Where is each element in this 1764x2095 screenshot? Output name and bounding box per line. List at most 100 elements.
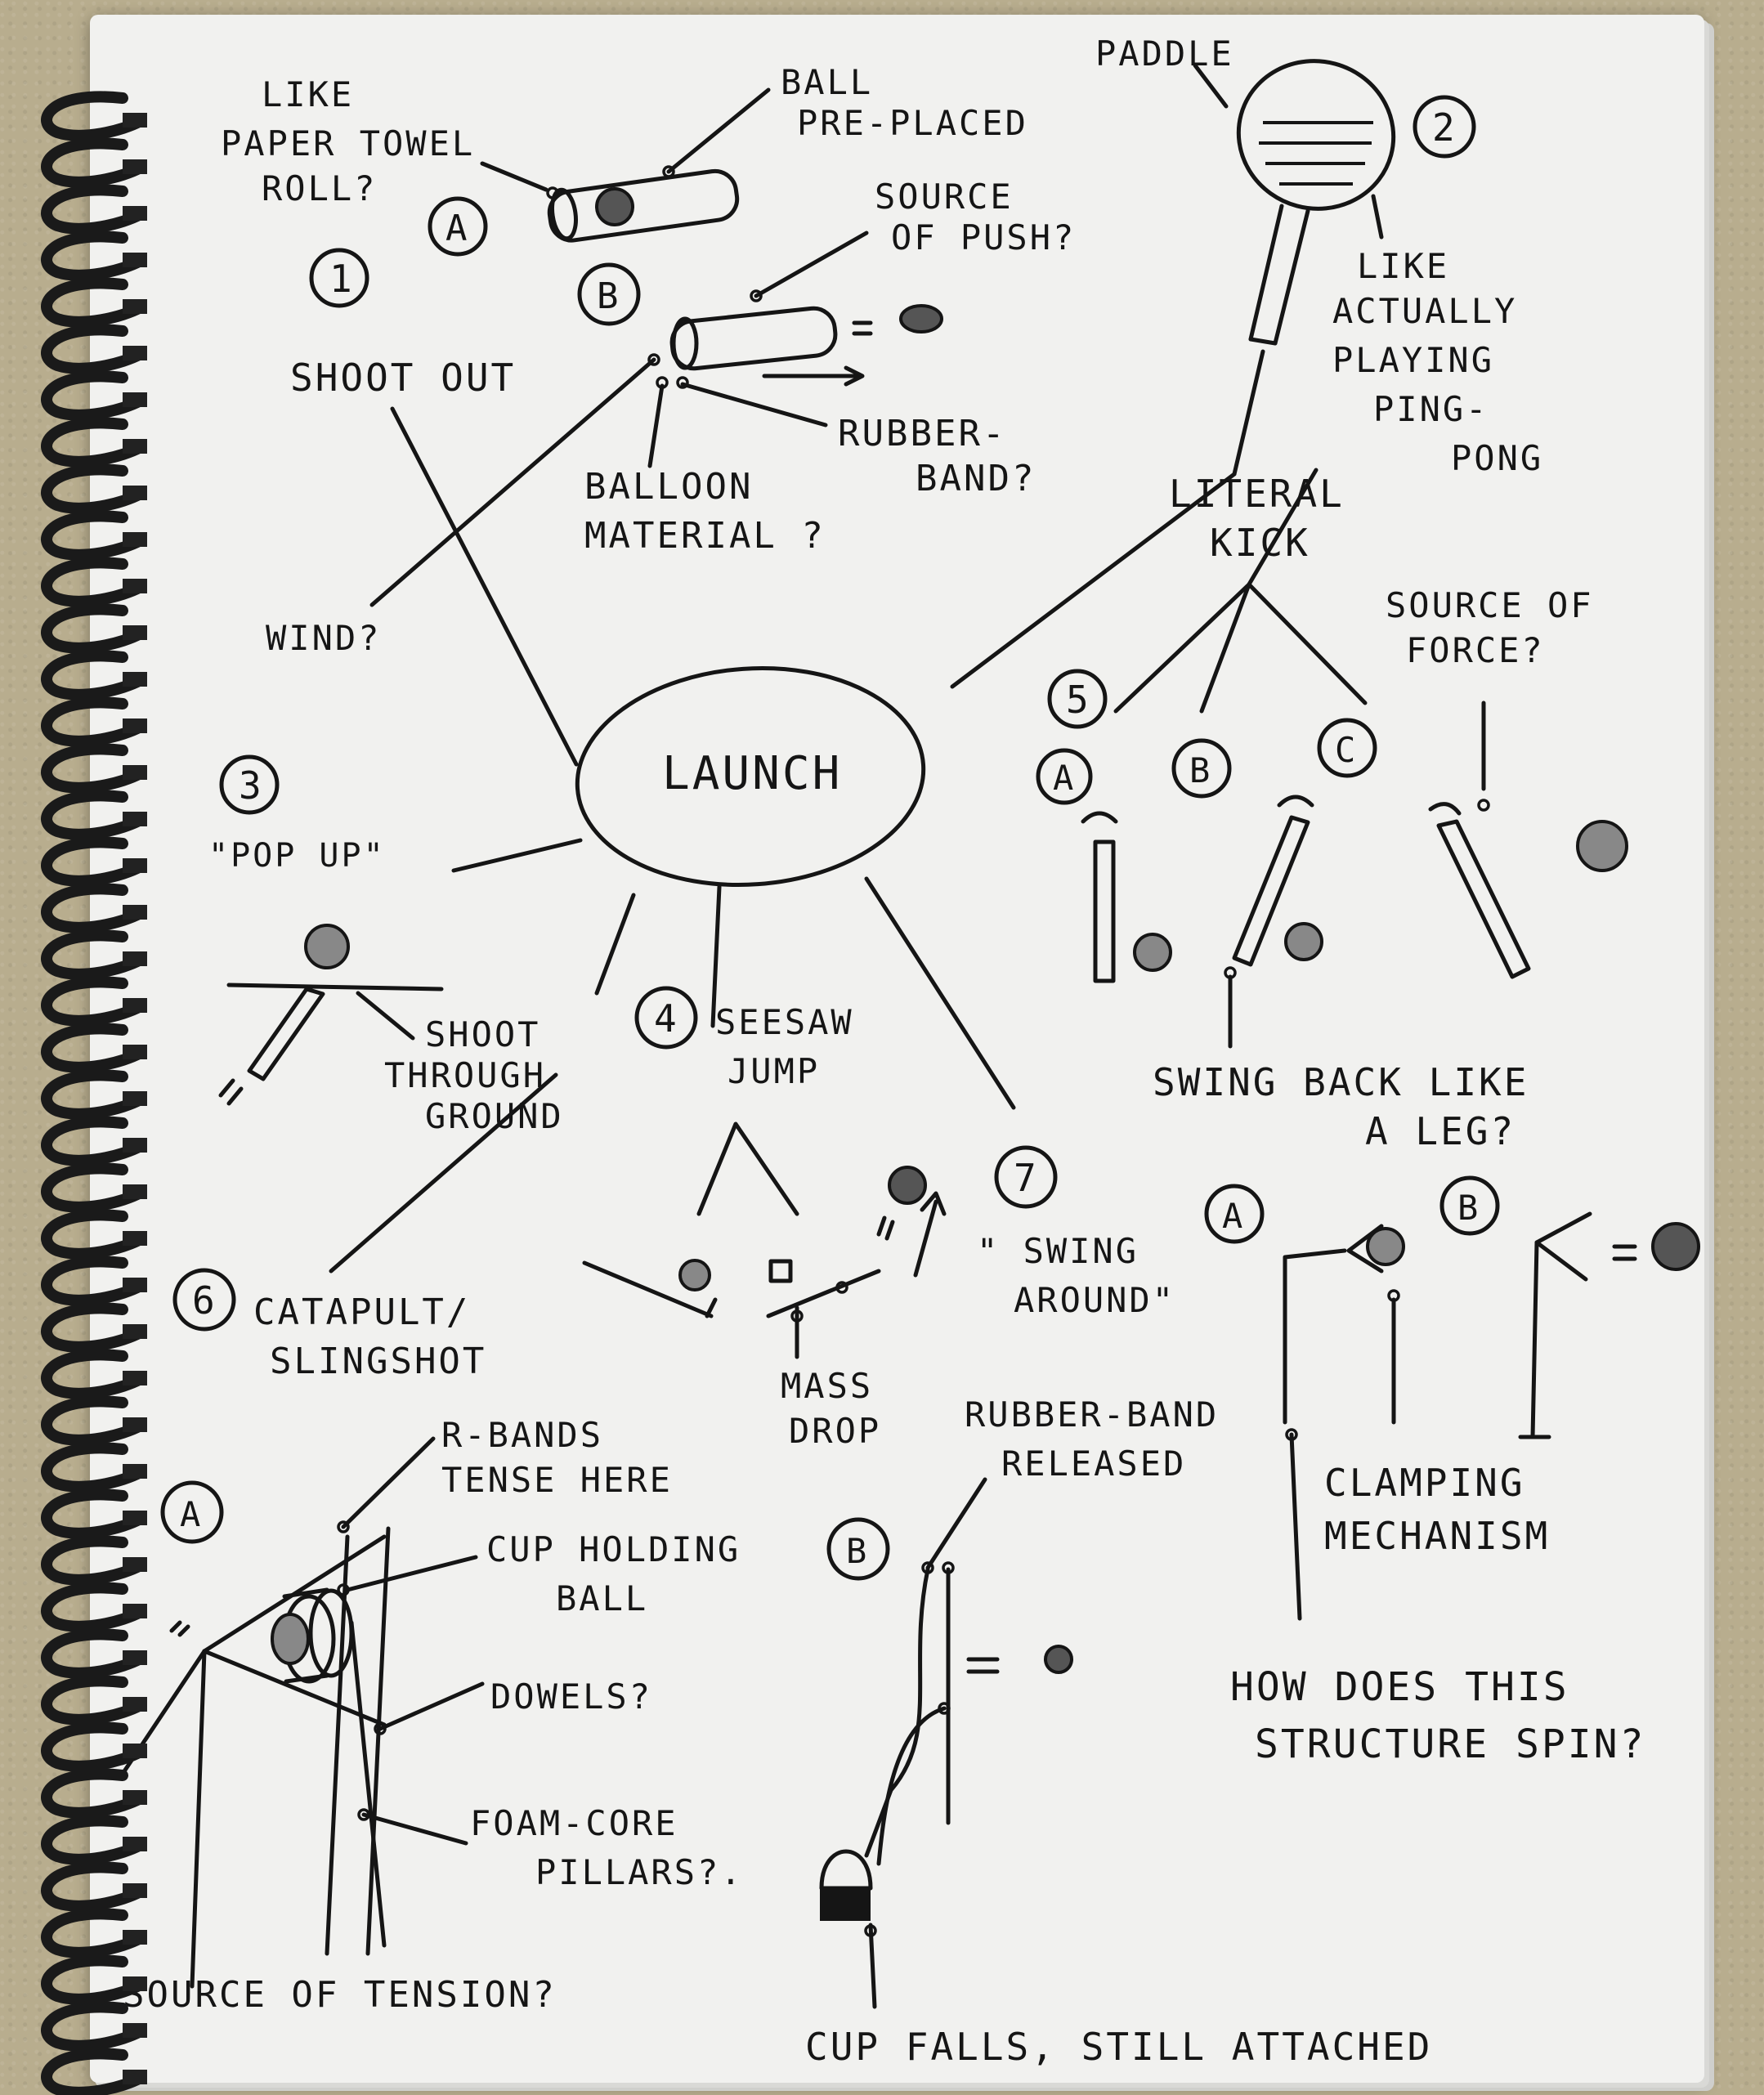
shoot-ground-3: GROUND	[425, 1096, 564, 1136]
spiral-hole	[123, 998, 147, 1013]
rubber-released-1: RUBBER-BAND	[965, 1394, 1219, 1435]
n7-b: B	[1457, 1188, 1480, 1228]
n1-b: B	[597, 275, 621, 317]
tube-b-sketch	[369, 231, 873, 607]
spiral-coil	[41, 137, 146, 188]
spiral-coil	[41, 417, 146, 468]
spiral-hole	[123, 1324, 147, 1339]
spiral-hole	[123, 1045, 147, 1059]
spiral-coil	[41, 1349, 146, 1399]
spiral-coil	[41, 883, 146, 933]
spiral-coil	[41, 976, 146, 1027]
spiral-coil	[41, 1908, 146, 1958]
spiral-coil	[41, 91, 146, 141]
n5-a: A	[1053, 758, 1076, 798]
rubber-released-2: RELEASED	[1001, 1444, 1186, 1484]
spiral-hole	[123, 625, 147, 640]
n6-number: 6	[192, 1278, 217, 1323]
clamping-2: MECHANISM	[1324, 1514, 1550, 1558]
paper-towel-2: PAPER TOWEL	[221, 123, 475, 163]
spiral-coil	[41, 1628, 146, 1679]
like-ping-3: PLAYING	[1332, 340, 1494, 380]
spiral-coil	[41, 790, 146, 840]
kick-branches	[1113, 582, 1368, 714]
paddle-sketch	[1193, 59, 1396, 346]
spiral-coil	[41, 2001, 146, 2052]
notebook-page: LAUNCH 1 A B SHOOT OUT LIKE PAPER TOWEL …	[90, 15, 1704, 2083]
spiral-hole	[123, 1883, 147, 1898]
mind-map-sketch: LAUNCH 1 A B SHOOT OUT LIKE PAPER TOWEL …	[120, 34, 1700, 2069]
spiral-coil	[41, 929, 146, 980]
r-bands-2: TENSE HERE	[441, 1460, 673, 1500]
spiral-coil	[41, 1582, 146, 1632]
cup-holding-2: BALL	[556, 1578, 648, 1618]
spiral-hole	[123, 718, 147, 733]
spiral-coil	[41, 1488, 146, 1539]
swing-back-1: SWING BACK LIKE	[1153, 1060, 1529, 1104]
spiral-hole	[123, 1184, 147, 1199]
spiral-coil	[41, 1395, 146, 1446]
n1-number: 1	[329, 257, 355, 301]
launch-label: LAUNCH	[662, 747, 842, 800]
ball-preplaced-2: PRE-PLACED	[797, 103, 1028, 143]
spiral-hole	[123, 532, 147, 547]
spiral-hole	[123, 905, 147, 920]
n5-b: B	[1189, 750, 1212, 790]
spiral-hole	[123, 1278, 147, 1292]
source-push-2: OF PUSH?	[891, 217, 1076, 257]
paddle-hatch	[1259, 121, 1373, 186]
spiral-hole	[123, 1231, 147, 1246]
spiral-coil	[41, 603, 146, 654]
spiral-coil	[41, 231, 146, 281]
spiral-hole	[123, 672, 147, 687]
foam-1: FOAM-CORE	[470, 1803, 678, 1843]
rubber-band-1: RUBBER-	[838, 413, 1006, 454]
spiral-coil	[41, 1675, 146, 1726]
spiral-hole	[123, 1650, 147, 1665]
spiral-coil	[41, 1535, 146, 1586]
spin-question-1: HOW DOES THIS	[1230, 1664, 1569, 1710]
spiral-coil	[41, 1815, 146, 1865]
like-ping-5: PONG	[1451, 438, 1543, 478]
like-ping-1: LIKE	[1357, 246, 1449, 286]
spiral-hole	[123, 1464, 147, 1479]
swing-around-2: AROUND"	[1014, 1280, 1175, 1320]
spiral-hole	[123, 1557, 147, 1572]
spiral-coil	[41, 650, 146, 701]
spiral-hole	[123, 253, 147, 267]
spiral-hole	[123, 812, 147, 826]
shoot-out-label: SHOOT OUT	[290, 356, 516, 400]
n5-c: C	[1335, 730, 1358, 770]
spiral-hole	[123, 858, 147, 873]
spiral-hole	[123, 299, 147, 314]
spiral-hole	[123, 951, 147, 966]
spiral-hole	[123, 1790, 147, 1805]
catapult-2: SLINGSHOT	[270, 1341, 486, 1382]
cup-falls-label: CUP FALLS, STILL ATTACHED	[805, 2025, 1432, 2069]
spiral-hole	[123, 1976, 147, 1991]
spiral-hole	[123, 1091, 147, 1106]
ball-preplaced-1: BALL	[781, 62, 873, 102]
mass-drop-2: DROP	[789, 1411, 881, 1451]
spiral-coil	[41, 277, 146, 328]
spiral-coil	[41, 2048, 146, 2095]
pop-up-label: "POP UP"	[208, 837, 386, 875]
spiral-coil	[41, 836, 146, 887]
spiral-hole	[123, 1371, 147, 1385]
swing-back-2: A LEG?	[1365, 1109, 1516, 1153]
spiral-hole	[123, 2023, 147, 2038]
spiral-coil	[41, 510, 146, 561]
paper-towel-3: ROLL?	[262, 168, 377, 208]
spiral-hole	[123, 1744, 147, 1758]
balloon-2: MATERIAL ?	[584, 515, 826, 557]
r-bands-1: R-BANDS	[441, 1415, 603, 1455]
seesaw-1: SEESAW	[715, 1002, 854, 1042]
pop-up-sketch	[218, 983, 444, 1106]
spiral-coil	[41, 1209, 146, 1260]
spiral-coil	[41, 1721, 146, 1772]
launch-ellipse	[575, 665, 926, 888]
spiral-hole	[123, 1138, 147, 1153]
spiral-coil	[41, 1069, 146, 1120]
notebook-spiral	[41, 91, 147, 2095]
spiral-coil	[41, 370, 146, 421]
